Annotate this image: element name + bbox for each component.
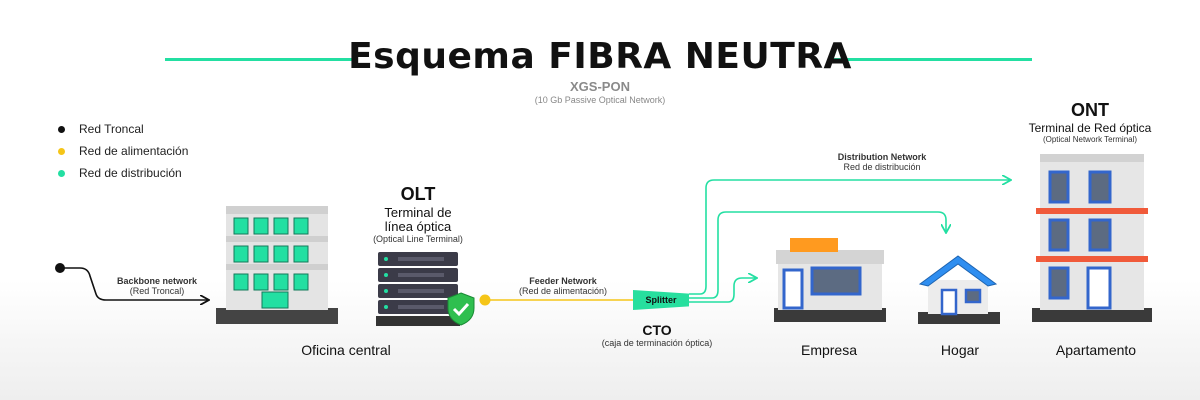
legend-item-feeder: Red de alimentación	[58, 140, 188, 162]
title-line-right	[834, 58, 1032, 61]
house-icon	[918, 255, 1000, 324]
splitter-box: Splitter	[633, 290, 689, 310]
backbone-line	[60, 267, 208, 300]
backbone-detail: (Red Troncal)	[129, 286, 185, 296]
office-building-icon	[216, 206, 338, 324]
legend-label: Red de distribución	[79, 166, 182, 180]
ont-desc: Terminal de Red óptica	[1028, 121, 1152, 135]
diagram-subtitle: XGS-PON	[570, 79, 630, 94]
legend-label: Red de alimentación	[79, 144, 189, 158]
olt-label: OLT Terminal de línea óptica (Optical Li…	[358, 184, 478, 244]
caption-apartment: Apartamento	[1055, 342, 1137, 358]
feeder-name: Feeder Network	[529, 276, 597, 286]
distribution-label: Distribution Network Red de distribución	[815, 152, 949, 172]
cto-label: CTO (caja de terminación óptica)	[582, 322, 732, 348]
distribution-name: Distribution Network	[837, 152, 927, 162]
splitter-label: Splitter	[645, 295, 677, 305]
legend: Red Troncal Red de alimentación Red de d…	[58, 118, 188, 184]
legend-item-trunk: Red Troncal	[58, 118, 188, 140]
distribution-line-home	[689, 211, 946, 299]
olt-title: OLT	[400, 184, 436, 204]
caption-business: Empresa	[800, 342, 858, 358]
backbone-name: Backbone network	[116, 276, 198, 286]
distribution-detail: Red de distribución	[843, 162, 921, 172]
diagram-subtitle-detail: (10 Gb Passive Optical Network)	[534, 95, 666, 105]
feeder-dot-icon	[58, 147, 65, 155]
feeder-label: Feeder Network (Red de alimentación)	[500, 276, 626, 296]
apartment-building-icon	[1032, 154, 1152, 322]
shield-check-icon	[447, 292, 475, 326]
cto-detail: (caja de terminación óptica)	[601, 338, 713, 348]
diagram-title: Esquema FIBRA NEUTRA	[348, 36, 852, 77]
distribution-dot-icon	[58, 169, 65, 177]
title-line-left	[165, 58, 357, 61]
ont-detail: (Optical Network Terminal)	[1042, 135, 1138, 144]
olt-desc-line2: línea óptica	[384, 219, 452, 234]
caption-central-office: Oficina central	[301, 342, 391, 358]
legend-label: Red Troncal	[79, 122, 144, 136]
distribution-line-ont	[689, 180, 1010, 295]
trunk-dot-icon	[58, 125, 65, 133]
server-rack-icon	[376, 252, 460, 326]
legend-item-distribution: Red de distribución	[58, 162, 188, 184]
cto-title: CTO	[642, 322, 672, 338]
backbone-label: Backbone network (Red Troncal)	[98, 276, 216, 296]
olt-desc-line1: Terminal de	[384, 205, 452, 220]
caption-home: Hogar	[940, 342, 980, 358]
olt-detail: (Optical Line Terminal)	[373, 234, 463, 244]
shop-building-icon	[774, 238, 886, 322]
distribution-line-business	[689, 278, 756, 303]
ont-label: ONT Terminal de Red óptica (Optical Netw…	[1010, 100, 1170, 144]
ont-title: ONT	[1071, 100, 1109, 120]
feeder-detail: (Red de alimentación)	[518, 286, 608, 296]
